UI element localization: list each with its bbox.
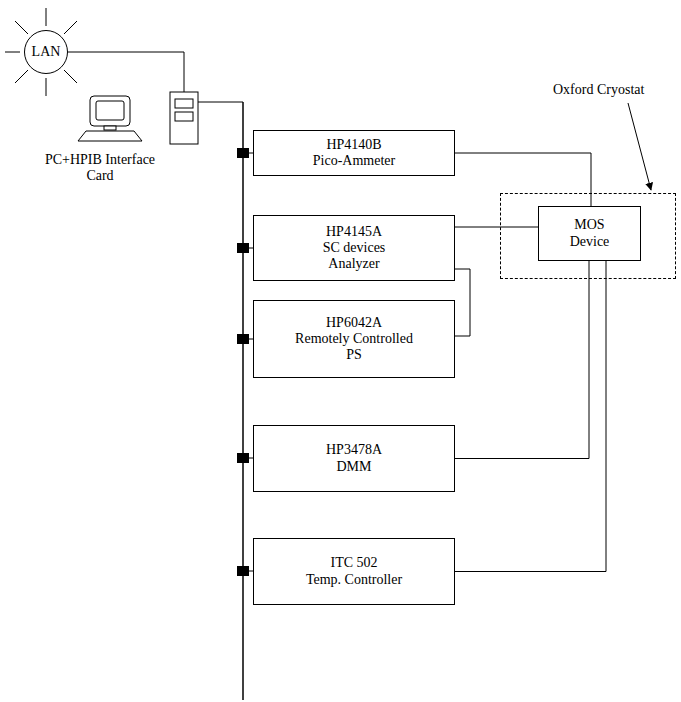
node-description: DMM (336, 459, 371, 475)
bus-connector (237, 453, 249, 463)
node-description: Remotely Controlled PS (292, 331, 417, 363)
hpib-cable (198, 102, 243, 103)
device-box: MOS Device (538, 206, 641, 261)
pc-caption: PC+HPIB Interface Card (40, 152, 160, 184)
keyboard (78, 131, 142, 141)
instrument-box: HP6042ARemotely Controlled PS (253, 300, 455, 378)
ray (64, 21, 77, 34)
node-title: HP4140B (326, 137, 381, 153)
ray (15, 70, 28, 83)
monitor (90, 96, 130, 126)
signal-wire (455, 153, 591, 206)
node-title: MOS Device (570, 217, 610, 249)
ray (46, 8, 47, 26)
node-title: Oxford Cryostat (553, 82, 644, 98)
monitor-stand (104, 126, 116, 130)
signal-wire (455, 261, 589, 459)
node-description: Pico-Ammeter (313, 153, 395, 169)
network-circle: LAN (24, 30, 68, 74)
instrument-box: HP4145ASC devices Analyzer (253, 215, 455, 281)
instrument-box: HP4140BPico-Ammeter (253, 130, 455, 176)
ray (64, 70, 77, 83)
bus-connector (237, 334, 249, 344)
bus-connector (237, 566, 249, 576)
lan-rays (5, 8, 77, 96)
pc-icon (78, 92, 198, 144)
node-description: Temp. Controller (306, 572, 402, 588)
node-title: ITC 502 (330, 555, 377, 571)
bus-connector (237, 243, 249, 253)
pc-tower (170, 92, 198, 144)
node-title: LAN (32, 44, 61, 60)
drive-slot (175, 99, 193, 108)
node-title: HP6042A (326, 315, 382, 331)
screen (96, 101, 124, 120)
node-description: SC devices Analyzer (309, 240, 399, 272)
ray (15, 21, 28, 34)
node-title: HP4145A (326, 224, 382, 240)
signal-wire (455, 269, 470, 336)
node-title: HP3478A (326, 442, 382, 458)
bus-connector (237, 148, 249, 158)
drive-slot (175, 112, 193, 121)
instrument-box: ITC 502Temp. Controller (253, 538, 455, 605)
signal-wire (455, 227, 538, 228)
ray (46, 78, 47, 96)
leader-arrow (628, 103, 651, 190)
hpib-bus (242, 102, 244, 700)
signal-wire (455, 261, 606, 572)
ray (5, 52, 20, 53)
bus-connectors (237, 148, 249, 576)
instrument-box: HP3478ADMM (253, 425, 455, 492)
cryostat-region: Oxford CryostatMOS Device (500, 193, 676, 279)
lan-cable (68, 52, 184, 92)
